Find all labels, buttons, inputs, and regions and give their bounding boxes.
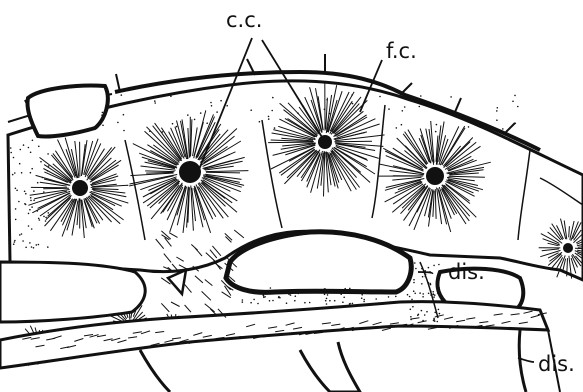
label-dis-upper: dis. <box>448 260 485 284</box>
label-dis-lower: dis. <box>538 352 575 376</box>
cell-nucleus <box>563 243 573 253</box>
cell-nucleus <box>426 167 444 185</box>
left-vacuole <box>0 262 145 322</box>
cell-nucleus <box>179 161 201 183</box>
label-fc: f.c. <box>386 39 417 63</box>
spike <box>116 74 120 92</box>
spike <box>505 123 515 133</box>
spike <box>455 98 461 112</box>
spike <box>400 83 412 95</box>
upper-left-vacuole <box>27 86 107 137</box>
label-cc: c.c. <box>226 8 262 32</box>
connecting-strand <box>300 342 360 392</box>
small-granule <box>168 270 186 294</box>
cell-nucleus <box>72 180 88 196</box>
connecting-strand <box>140 350 170 392</box>
leader-line-dis-upper <box>418 272 432 273</box>
